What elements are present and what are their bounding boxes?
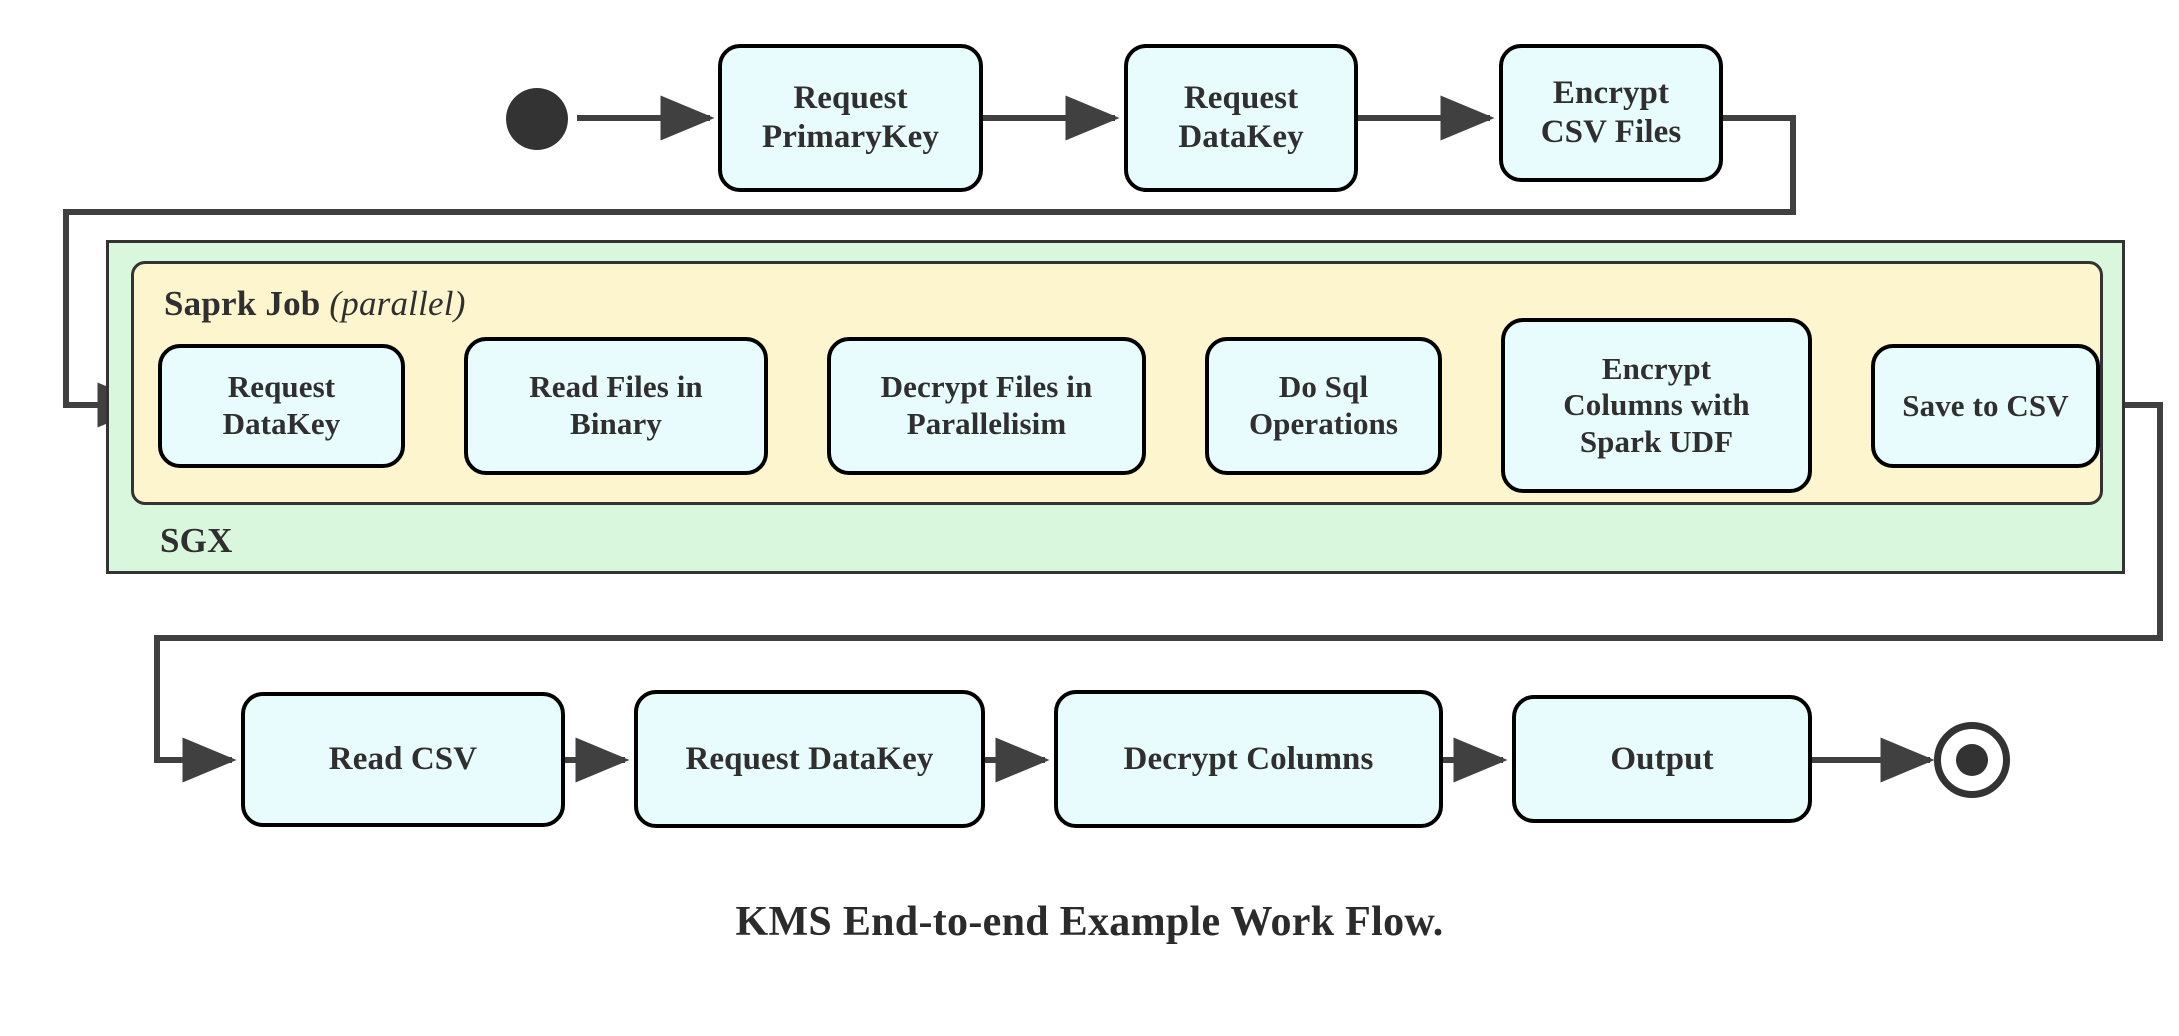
container-spark-job-label: Saprk Job (parallel)	[164, 284, 466, 323]
node-label: Read Files in Binary	[529, 369, 703, 441]
end-node-inner	[1955, 743, 1989, 777]
node-read-csv[interactable]: Read CSV	[241, 692, 565, 827]
container-sgx-label: SGX	[160, 521, 233, 560]
node-label: Decrypt Columns	[1123, 740, 1374, 777]
node-request-datakey-bottom[interactable]: Request DataKey	[634, 690, 985, 828]
node-label: Decrypt Files in Parallelisim	[880, 369, 1093, 441]
node-label: Output	[1610, 740, 1714, 777]
node-label: Request DataKey	[685, 740, 934, 777]
end-node	[1934, 722, 2010, 798]
node-label: Read CSV	[328, 741, 478, 778]
node-do-sql-operations[interactable]: Do Sql Operations	[1205, 337, 1442, 475]
node-request-primarykey[interactable]: Request PrimaryKey	[718, 44, 983, 192]
node-label: Do Sql Operations	[1248, 369, 1399, 441]
node-label: Request DataKey	[222, 369, 341, 441]
node-read-files-in-binary[interactable]: Read Files in Binary	[464, 337, 768, 475]
diagram-caption: KMS End-to-end Example Work Flow.	[735, 899, 1444, 945]
node-request-datakey-spark[interactable]: Request DataKey	[158, 344, 405, 468]
node-decrypt-columns[interactable]: Decrypt Columns	[1054, 690, 1443, 828]
node-label: Request DataKey	[1178, 80, 1304, 155]
node-save-to-csv[interactable]: Save to CSV	[1871, 344, 2100, 468]
node-decrypt-files-in-parallelisim[interactable]: Decrypt Files in Parallelisim	[827, 337, 1146, 475]
node-label: Encrypt CSV Files	[1540, 75, 1682, 150]
node-request-datakey-top[interactable]: Request DataKey	[1124, 44, 1358, 192]
container-spark-job-stereotype: (parallel)	[329, 284, 466, 323]
node-label: Save to CSV	[1902, 387, 2069, 423]
node-label: Encrypt Columns with Spark UDF	[1563, 350, 1750, 459]
node-encrypt-columns-with-spark-udf[interactable]: Encrypt Columns with Spark UDF	[1501, 318, 1812, 493]
node-label: Request PrimaryKey	[762, 80, 939, 155]
start-node	[506, 88, 568, 150]
node-output[interactable]: Output	[1512, 695, 1812, 823]
node-encrypt-csv-files[interactable]: Encrypt CSV Files	[1499, 44, 1723, 182]
